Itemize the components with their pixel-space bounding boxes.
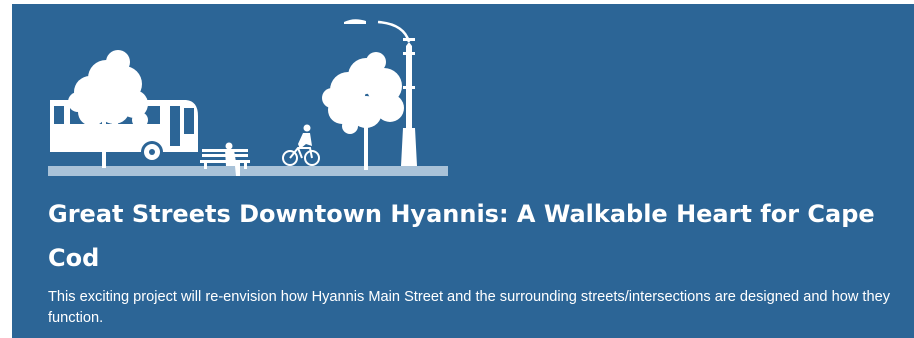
tree-icon (322, 52, 404, 170)
bench-icon (200, 149, 250, 169)
cyclist-icon (282, 124, 320, 166)
project-description: This exciting project will re-envision h… (48, 289, 891, 326)
street-illustration (48, 19, 448, 176)
sidewalk (48, 166, 448, 176)
person-icon (225, 142, 240, 176)
hero-banner: Great Streets Downtown Hyannis: A Walkab… (12, 4, 914, 338)
tree-icon (68, 50, 148, 168)
page-title: Great Streets Downtown Hyannis: A Walkab… (48, 200, 875, 272)
streetlight-icon (344, 19, 417, 166)
